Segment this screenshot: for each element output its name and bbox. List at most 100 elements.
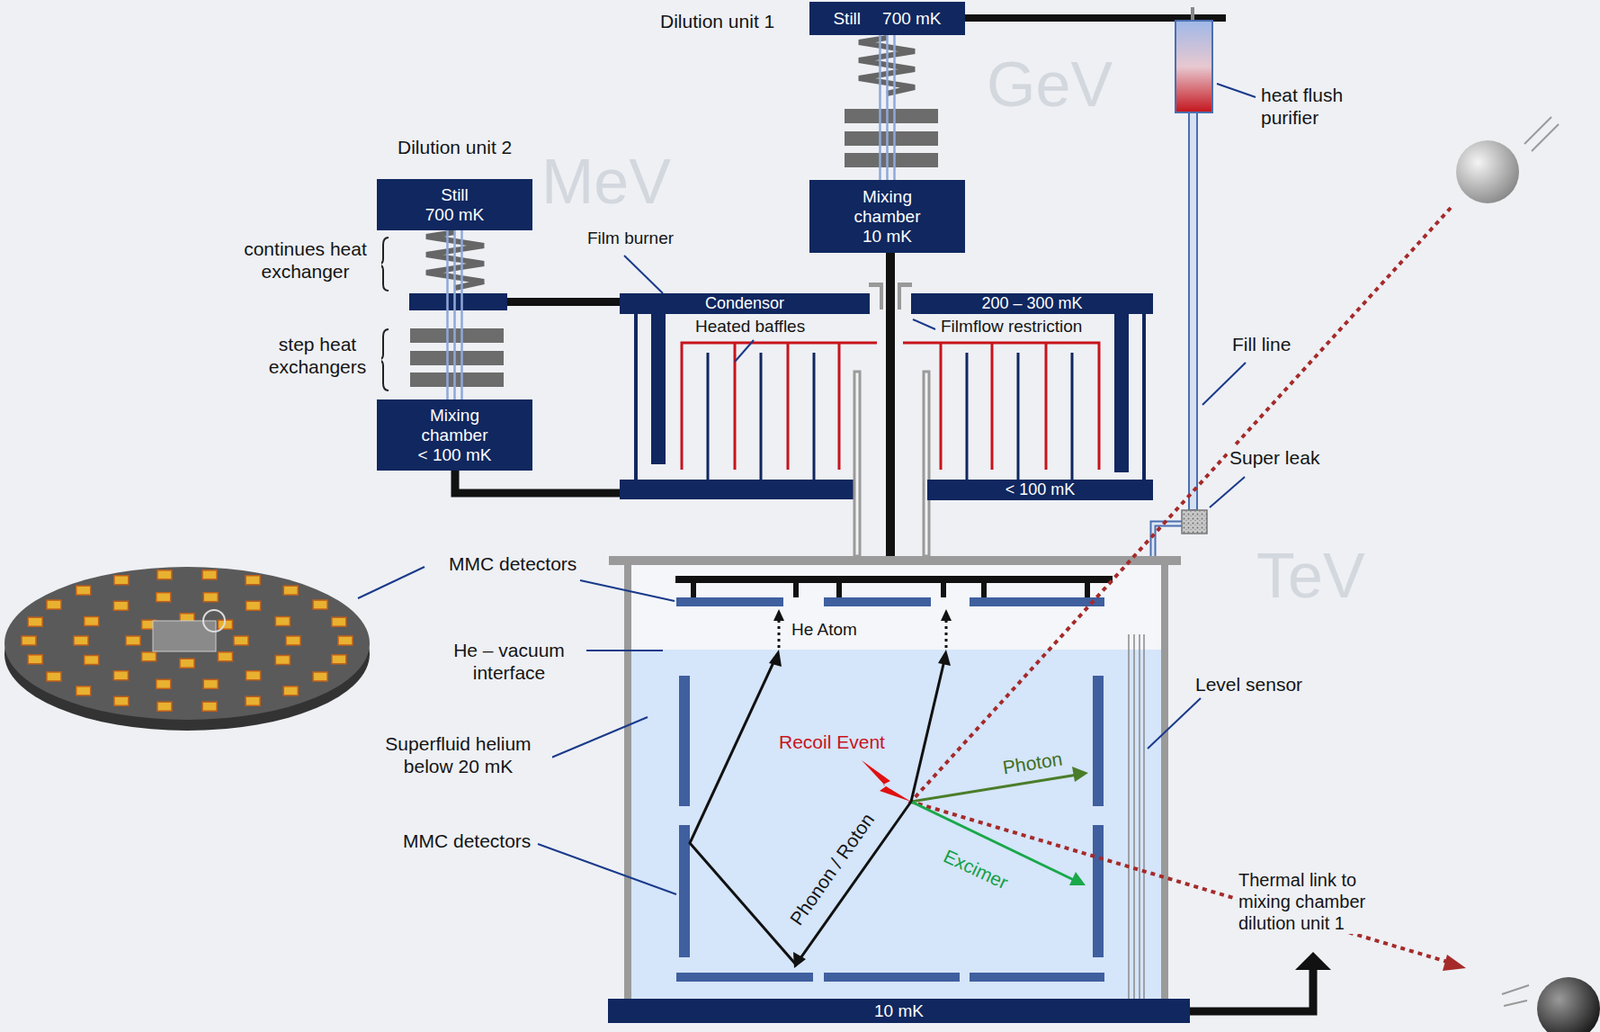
event-tracks <box>911 774 1078 802</box>
tube-connector <box>447 230 463 400</box>
part-label: continues heat exchanger <box>229 237 382 283</box>
part-label: step heat exchangers <box>253 332 382 378</box>
film-burner-chambers <box>902 342 1100 470</box>
detector-cell <box>675 575 1113 583</box>
leader-line <box>357 83 1256 894</box>
event-tracks <box>1501 984 1529 994</box>
detector-cell <box>1143 634 1145 999</box>
mmc-detector-disc <box>113 670 128 680</box>
part-label: He – vacuum interface <box>438 638 580 684</box>
part-label: MMC detectors <box>401 829 533 852</box>
leader-line <box>624 255 663 294</box>
part-label: Level sensor <box>1193 672 1305 696</box>
box-text: 10 mK <box>862 226 912 247</box>
heated-baffle <box>786 342 790 470</box>
box-text: 700 mK <box>882 8 941 29</box>
component-box: 200 – 300 mK <box>911 293 1154 314</box>
detector-cell <box>1127 634 1130 999</box>
mmc-detector-disc <box>4 566 370 720</box>
heated-baffle <box>1071 352 1074 480</box>
film-burner-chambers <box>854 371 860 556</box>
detector-cell <box>823 972 960 982</box>
mmc-detector-disc <box>21 635 36 645</box>
mmc-detector-disc <box>217 652 233 662</box>
mmc-detector-disc <box>125 635 141 645</box>
fill-line <box>1188 112 1198 510</box>
mmc-detector-disc <box>275 616 290 626</box>
heated-baffle <box>706 352 710 480</box>
mmc-detector-disc <box>84 655 99 665</box>
mmc-detector-disc <box>27 654 43 664</box>
part-label: Heated baffles <box>693 316 807 338</box>
box-text: Mixing chamber <box>413 405 497 446</box>
mmc-detector-disc <box>114 575 129 585</box>
mmc-detector-disc <box>157 570 172 580</box>
detector-cell <box>631 564 1162 650</box>
mmc-detector-disc <box>246 600 261 610</box>
leader-line <box>734 339 754 362</box>
event-label: Recoil Event <box>777 730 887 753</box>
detector-cell <box>969 597 1105 607</box>
mmc-detector-disc <box>179 658 195 668</box>
component-box: < 100 mK <box>927 479 1154 501</box>
dilution-unit-2-hardware <box>409 293 508 311</box>
part-label: Fill line <box>1230 332 1293 356</box>
heated-baffle <box>991 342 994 470</box>
mmc-detector-disc <box>245 575 260 585</box>
mmc-detector-disc <box>46 599 62 609</box>
event-tracks <box>793 951 806 968</box>
detector-cell <box>690 581 1091 598</box>
event-tracks <box>1069 871 1086 885</box>
component-box: Still700 mK <box>809 1 966 36</box>
mmc-detector-disc <box>156 592 171 602</box>
fill-line <box>1190 7 1195 22</box>
mmc-detector-disc <box>152 620 216 652</box>
leader-line <box>537 843 677 894</box>
detector-cell <box>981 581 987 598</box>
dilution-unit-1-hardware <box>844 131 939 146</box>
component-box: Still700 mK <box>376 178 533 231</box>
leader-line <box>551 716 648 758</box>
heated-baffle <box>707 342 1073 480</box>
box-text: < 100 mK <box>418 445 492 465</box>
film-burner-chambers <box>923 371 930 556</box>
mmc-detector-disc <box>202 701 217 711</box>
detector-cell <box>1128 634 1145 999</box>
box-text: < 100 mK <box>1005 480 1076 500</box>
film-burner-chambers <box>619 311 1146 556</box>
leader-line <box>580 580 675 601</box>
watermark: MeV <box>539 143 673 220</box>
event-tracks <box>689 116 1600 1032</box>
mmc-detector-disc <box>312 599 328 609</box>
event-tracks <box>938 649 951 666</box>
mmc-detector-disc <box>4 566 370 731</box>
box-text: 700 mK <box>425 205 484 225</box>
component-box: Mixing chamber< 100 mK <box>376 399 533 471</box>
detector-cell <box>624 564 632 999</box>
dilution-unit-1-hardware <box>844 108 939 124</box>
leader-line <box>1216 83 1256 98</box>
leader-line <box>1202 362 1246 405</box>
box-text: Still <box>440 185 469 206</box>
dilution-unit-2-hardware <box>455 470 621 493</box>
film-burner-chambers <box>681 342 877 470</box>
heated-baffle <box>813 352 816 480</box>
leader-line <box>357 566 425 599</box>
unit-title: Dilution unit 1 <box>658 9 777 33</box>
event-tracks <box>1442 954 1466 971</box>
event-tracks <box>1503 1000 1528 1006</box>
film-burner-chambers <box>619 479 854 500</box>
mmc-detector-disc <box>203 592 218 602</box>
mmc-detector-disc <box>157 701 172 711</box>
event-tracks <box>940 608 952 621</box>
mmc-detector-disc <box>114 696 129 706</box>
thermal-link <box>1189 966 1314 1011</box>
component-box: Condensor <box>619 293 870 314</box>
mmc-detector-disc <box>73 635 89 645</box>
thermal-link <box>1189 951 1332 1011</box>
part-label: Superfluid helium below 20 mK <box>364 732 553 778</box>
detector-cell <box>940 581 947 598</box>
box-text: Condensor <box>705 294 785 313</box>
dilution-unit-2-hardware <box>410 350 504 366</box>
event-tracks <box>1456 140 1520 204</box>
